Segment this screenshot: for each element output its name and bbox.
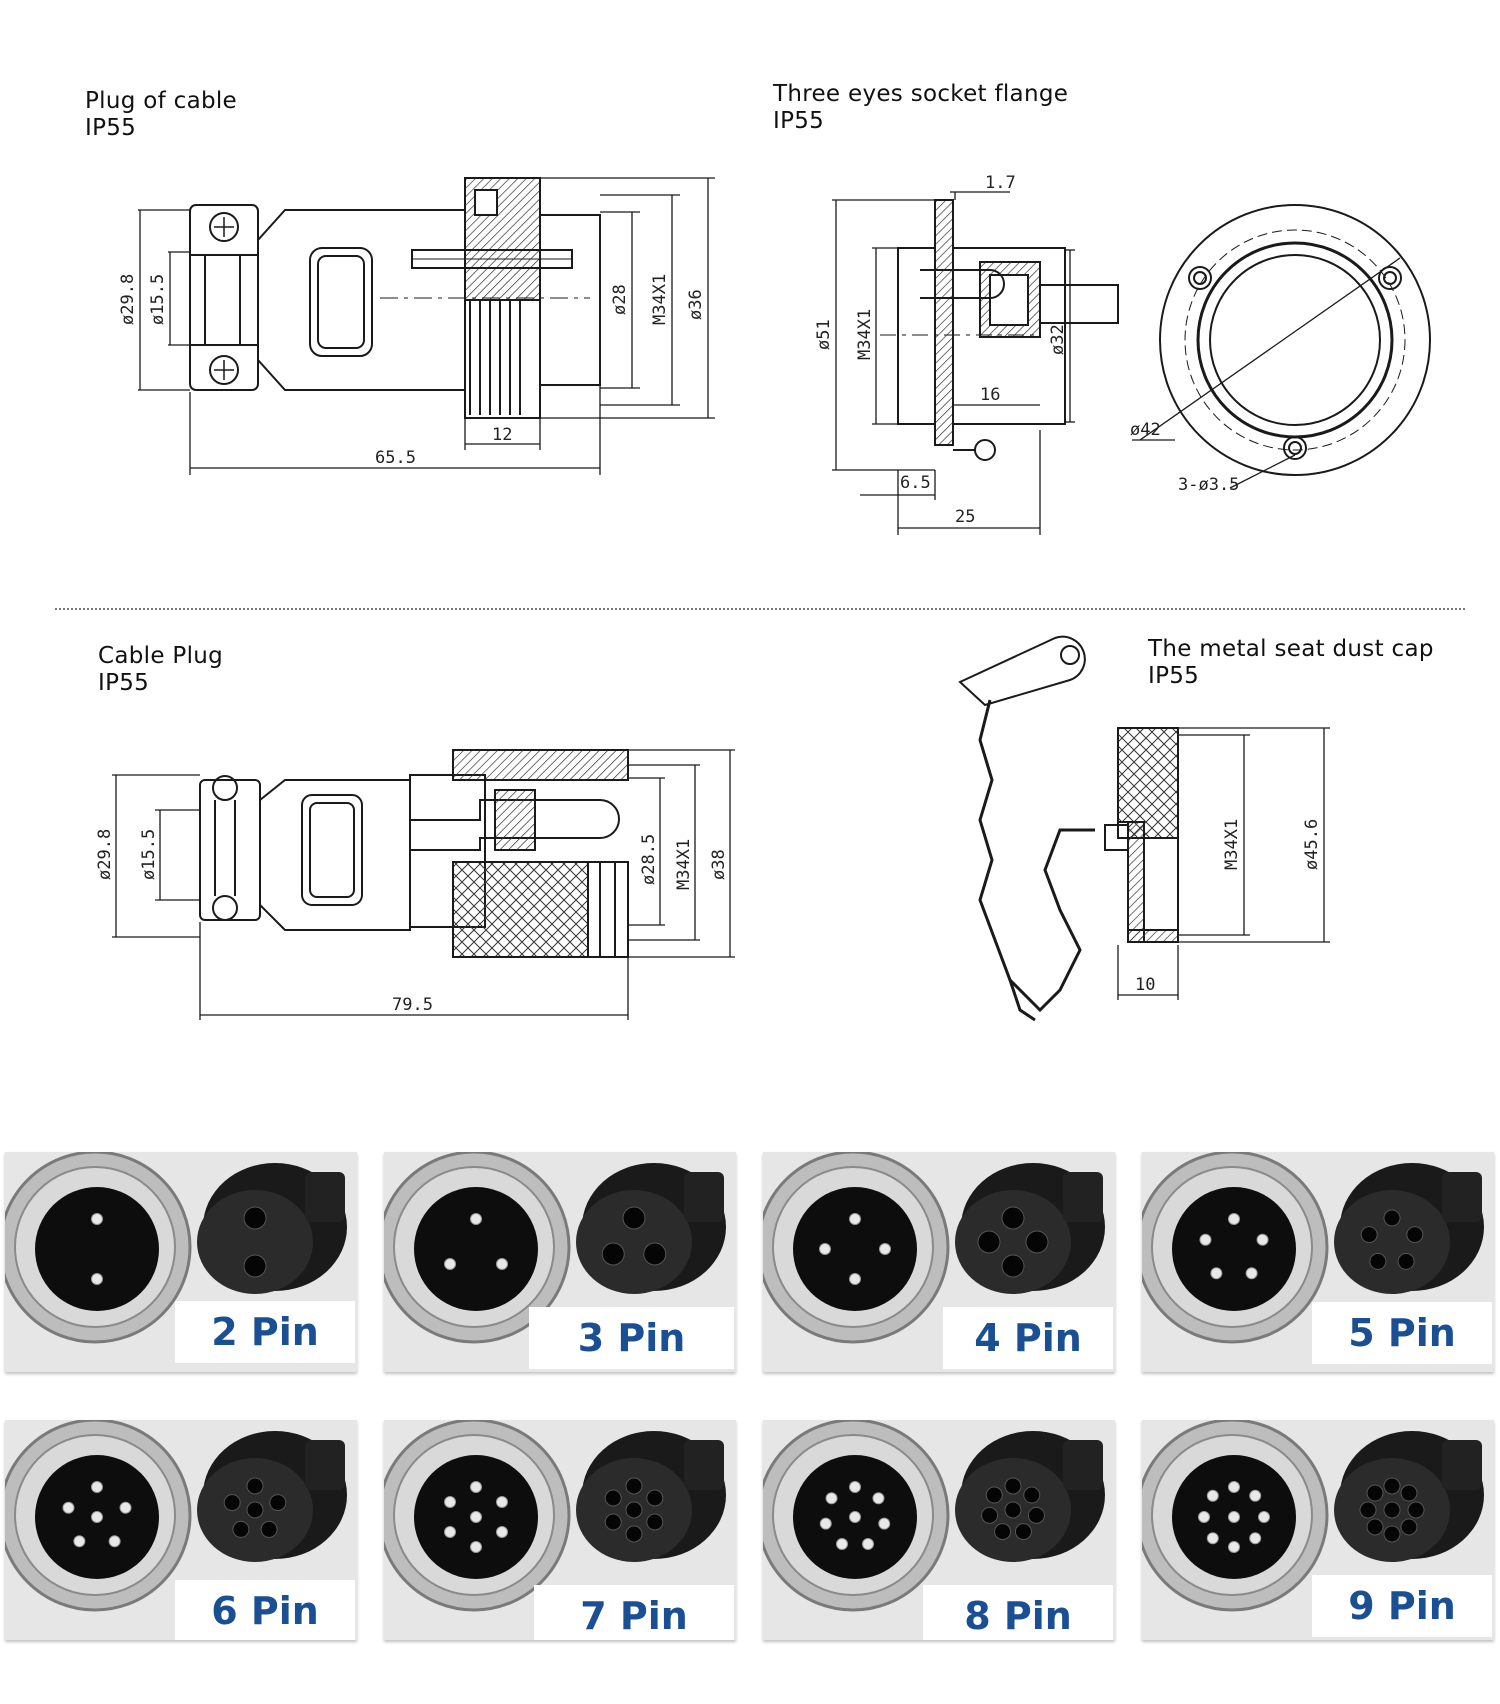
- pin-tile: 7 Pin: [384, 1420, 736, 1640]
- pin-count-label: 9 Pin: [1312, 1575, 1492, 1637]
- dim-text: ø28: [610, 284, 630, 315]
- socket-flange-rating: IP55: [773, 108, 825, 134]
- dim-text: ø15.5: [139, 829, 159, 880]
- socket-flange-side-drawing: [832, 191, 1119, 535]
- dim-text: 1.7: [985, 173, 1016, 193]
- plug-of-cable-drawing: [138, 177, 715, 475]
- dim-text: 3-ø3.5: [1178, 475, 1239, 495]
- socket-flange-label: Three eyes socket flange IP55: [773, 81, 1068, 135]
- socket-flange-front-drawing: [1132, 204, 1431, 489]
- cable-plug-label: Cable Plug IP55: [98, 643, 223, 697]
- dim-text: ø28.5: [639, 834, 659, 885]
- dim-text: 6.5: [900, 473, 931, 493]
- dim-text: ø51: [814, 319, 834, 350]
- technical-drawings: ø29.8 ø15.5 ø28 M34X1 ø36 65.5 12: [95, 173, 1431, 1022]
- pin-count-label: 3 Pin: [529, 1307, 734, 1369]
- dim-text: M34X1: [650, 274, 670, 325]
- pin-count-label: 5 Pin: [1312, 1302, 1492, 1364]
- pin-count-label: 6 Pin: [175, 1580, 355, 1640]
- pin-tile: 6 Pin: [5, 1420, 357, 1640]
- section-divider: [55, 608, 1465, 610]
- dim-text: 12: [492, 425, 512, 445]
- dim-text: 65.5: [375, 448, 416, 468]
- pin-tile: 8 Pin: [763, 1420, 1115, 1640]
- dust-cap-title: The metal seat dust cap: [1148, 636, 1434, 662]
- dim-text: M34X1: [674, 839, 694, 890]
- pin-tile: 5 Pin: [1142, 1152, 1494, 1372]
- dim-text: ø29.8: [118, 274, 138, 325]
- cable-plug-drawing: [112, 749, 735, 1020]
- pin-tile: 9 Pin: [1142, 1420, 1494, 1640]
- dim-text: M34X1: [1222, 819, 1242, 870]
- plug-of-cable-dims: ø29.8 ø15.5 ø28 M34X1 ø36 65.5 12: [118, 274, 706, 468]
- pin-count-label: 2 Pin: [175, 1301, 355, 1363]
- pin-count-label: 7 Pin: [534, 1585, 734, 1640]
- connector-photo: [384, 1152, 736, 1372]
- dim-text: 10: [1135, 975, 1155, 995]
- dim-text: ø15.5: [148, 274, 168, 325]
- dim-text: ø45.6: [1302, 819, 1322, 870]
- pin-tile: 4 Pin: [763, 1152, 1115, 1372]
- socket-flange-title: Three eyes socket flange: [773, 81, 1069, 107]
- pin-tile: 3 Pin: [384, 1152, 736, 1372]
- socket-flange-front-dims: ø42 3-ø3.5: [1130, 420, 1239, 495]
- dim-text: ø42: [1130, 420, 1161, 440]
- dim-text: ø38: [709, 849, 729, 880]
- dim-text: ø29.8: [95, 829, 115, 880]
- plug-of-cable-label: Plug of cable IP55: [85, 88, 237, 142]
- dim-text: 25: [955, 507, 975, 527]
- socket-flange-side-dims: 1.7 ø51 M34X1 ø32 16 6.5 25: [814, 173, 1068, 527]
- pin-count-label: 8 Pin: [923, 1585, 1113, 1640]
- cable-plug-rating: IP55: [98, 670, 150, 696]
- plug-of-cable-rating: IP55: [85, 115, 137, 141]
- cable-plug-title: Cable Plug: [98, 643, 224, 669]
- cable-plug-dims: ø29.8 ø15.5 ø28.5 M34X1 ø38 79.5: [95, 829, 729, 1015]
- dim-text: M34X1: [855, 309, 875, 360]
- pin-count-label: 4 Pin: [943, 1307, 1113, 1369]
- dim-text: 16: [980, 385, 1000, 405]
- dim-text: ø32: [1048, 324, 1068, 355]
- dim-text: 79.5: [392, 995, 433, 1015]
- dust-cap-rating: IP55: [1148, 663, 1200, 689]
- plug-of-cable-title: Plug of cable: [85, 88, 238, 114]
- connector-photo: [763, 1152, 1115, 1372]
- dust-cap-drawing: [958, 635, 1330, 1022]
- pin-tile: 2 Pin: [5, 1152, 357, 1372]
- dust-cap-label: The metal seat dust cap IP55: [1148, 636, 1434, 690]
- dim-text: ø36: [686, 289, 706, 320]
- dust-cap-dims: M34X1 ø45.6 10: [1135, 819, 1322, 995]
